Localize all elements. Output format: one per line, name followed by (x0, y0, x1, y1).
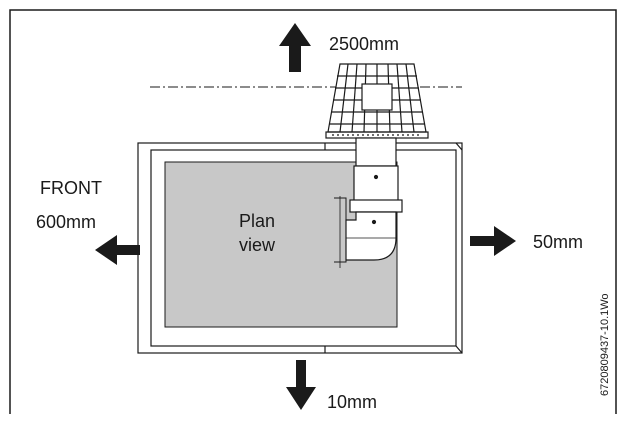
flue-pipe (334, 137, 403, 268)
arrow-down-icon (286, 360, 316, 410)
plan-view-label-line1: Plan (239, 211, 275, 231)
front-clearance-label: 600mm (36, 212, 96, 232)
arrow-right-icon (470, 226, 516, 256)
front-title: FRONT (40, 178, 102, 198)
right-clearance-label: 50mm (533, 232, 583, 252)
flue-terminal-grille-icon (325, 63, 429, 139)
figure-code: 6720809437-10.1Wo (599, 293, 611, 396)
figure-frame (9, 9, 617, 414)
arrow-left-icon (95, 235, 140, 265)
bottom-clearance-label: 10mm (327, 392, 377, 412)
top-clearance-label: 2500mm (329, 34, 399, 54)
arrow-up-icon (279, 23, 311, 72)
plan-view-label-line2: view (239, 235, 276, 255)
